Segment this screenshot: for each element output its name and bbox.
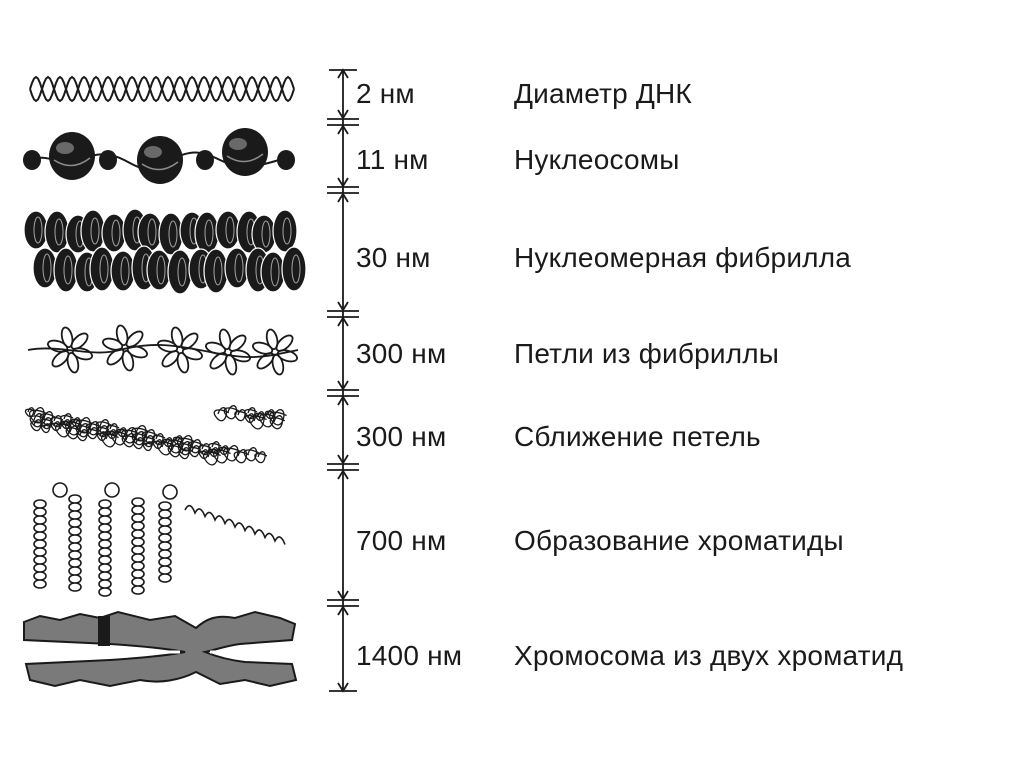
- size-label-fibril: 30 нм: [356, 242, 431, 273]
- nucleosome-beads-icon: [23, 128, 295, 184]
- name-label-fibril: Нуклеомерная фибрилла: [514, 242, 852, 273]
- fibril-loops-icon: [27, 324, 299, 376]
- nucleomere-fibril-icon: [23, 208, 307, 295]
- name-label-dna: Диаметр ДНК: [514, 78, 692, 109]
- name-label-loops: Петли из фибриллы: [514, 338, 780, 369]
- size-label-chromatid: 700 нм: [356, 525, 447, 556]
- dna-double-helix-icon: [29, 75, 295, 103]
- scale-bar: [327, 68, 359, 693]
- name-label-condensation: Сближение петель: [514, 421, 761, 452]
- size-label-loops: 300 нм: [356, 338, 447, 369]
- name-label-chromosome: Хромосома из двух хроматид: [514, 640, 904, 671]
- chromatid-coils-icon: [33, 482, 286, 597]
- size-label-condensation: 300 нм: [356, 421, 447, 452]
- size-label-nucleosomes: 11 нм: [356, 144, 429, 175]
- chromosome-icon: [23, 610, 298, 688]
- size-label-chromosome: 1400 нм: [356, 640, 463, 671]
- loop-condensation-icon: [24, 405, 287, 466]
- name-label-nucleosomes: Нуклеосомы: [514, 144, 680, 175]
- name-label-chromatid: Образование хроматиды: [514, 525, 844, 556]
- size-label-dna: 2 нм: [356, 78, 415, 109]
